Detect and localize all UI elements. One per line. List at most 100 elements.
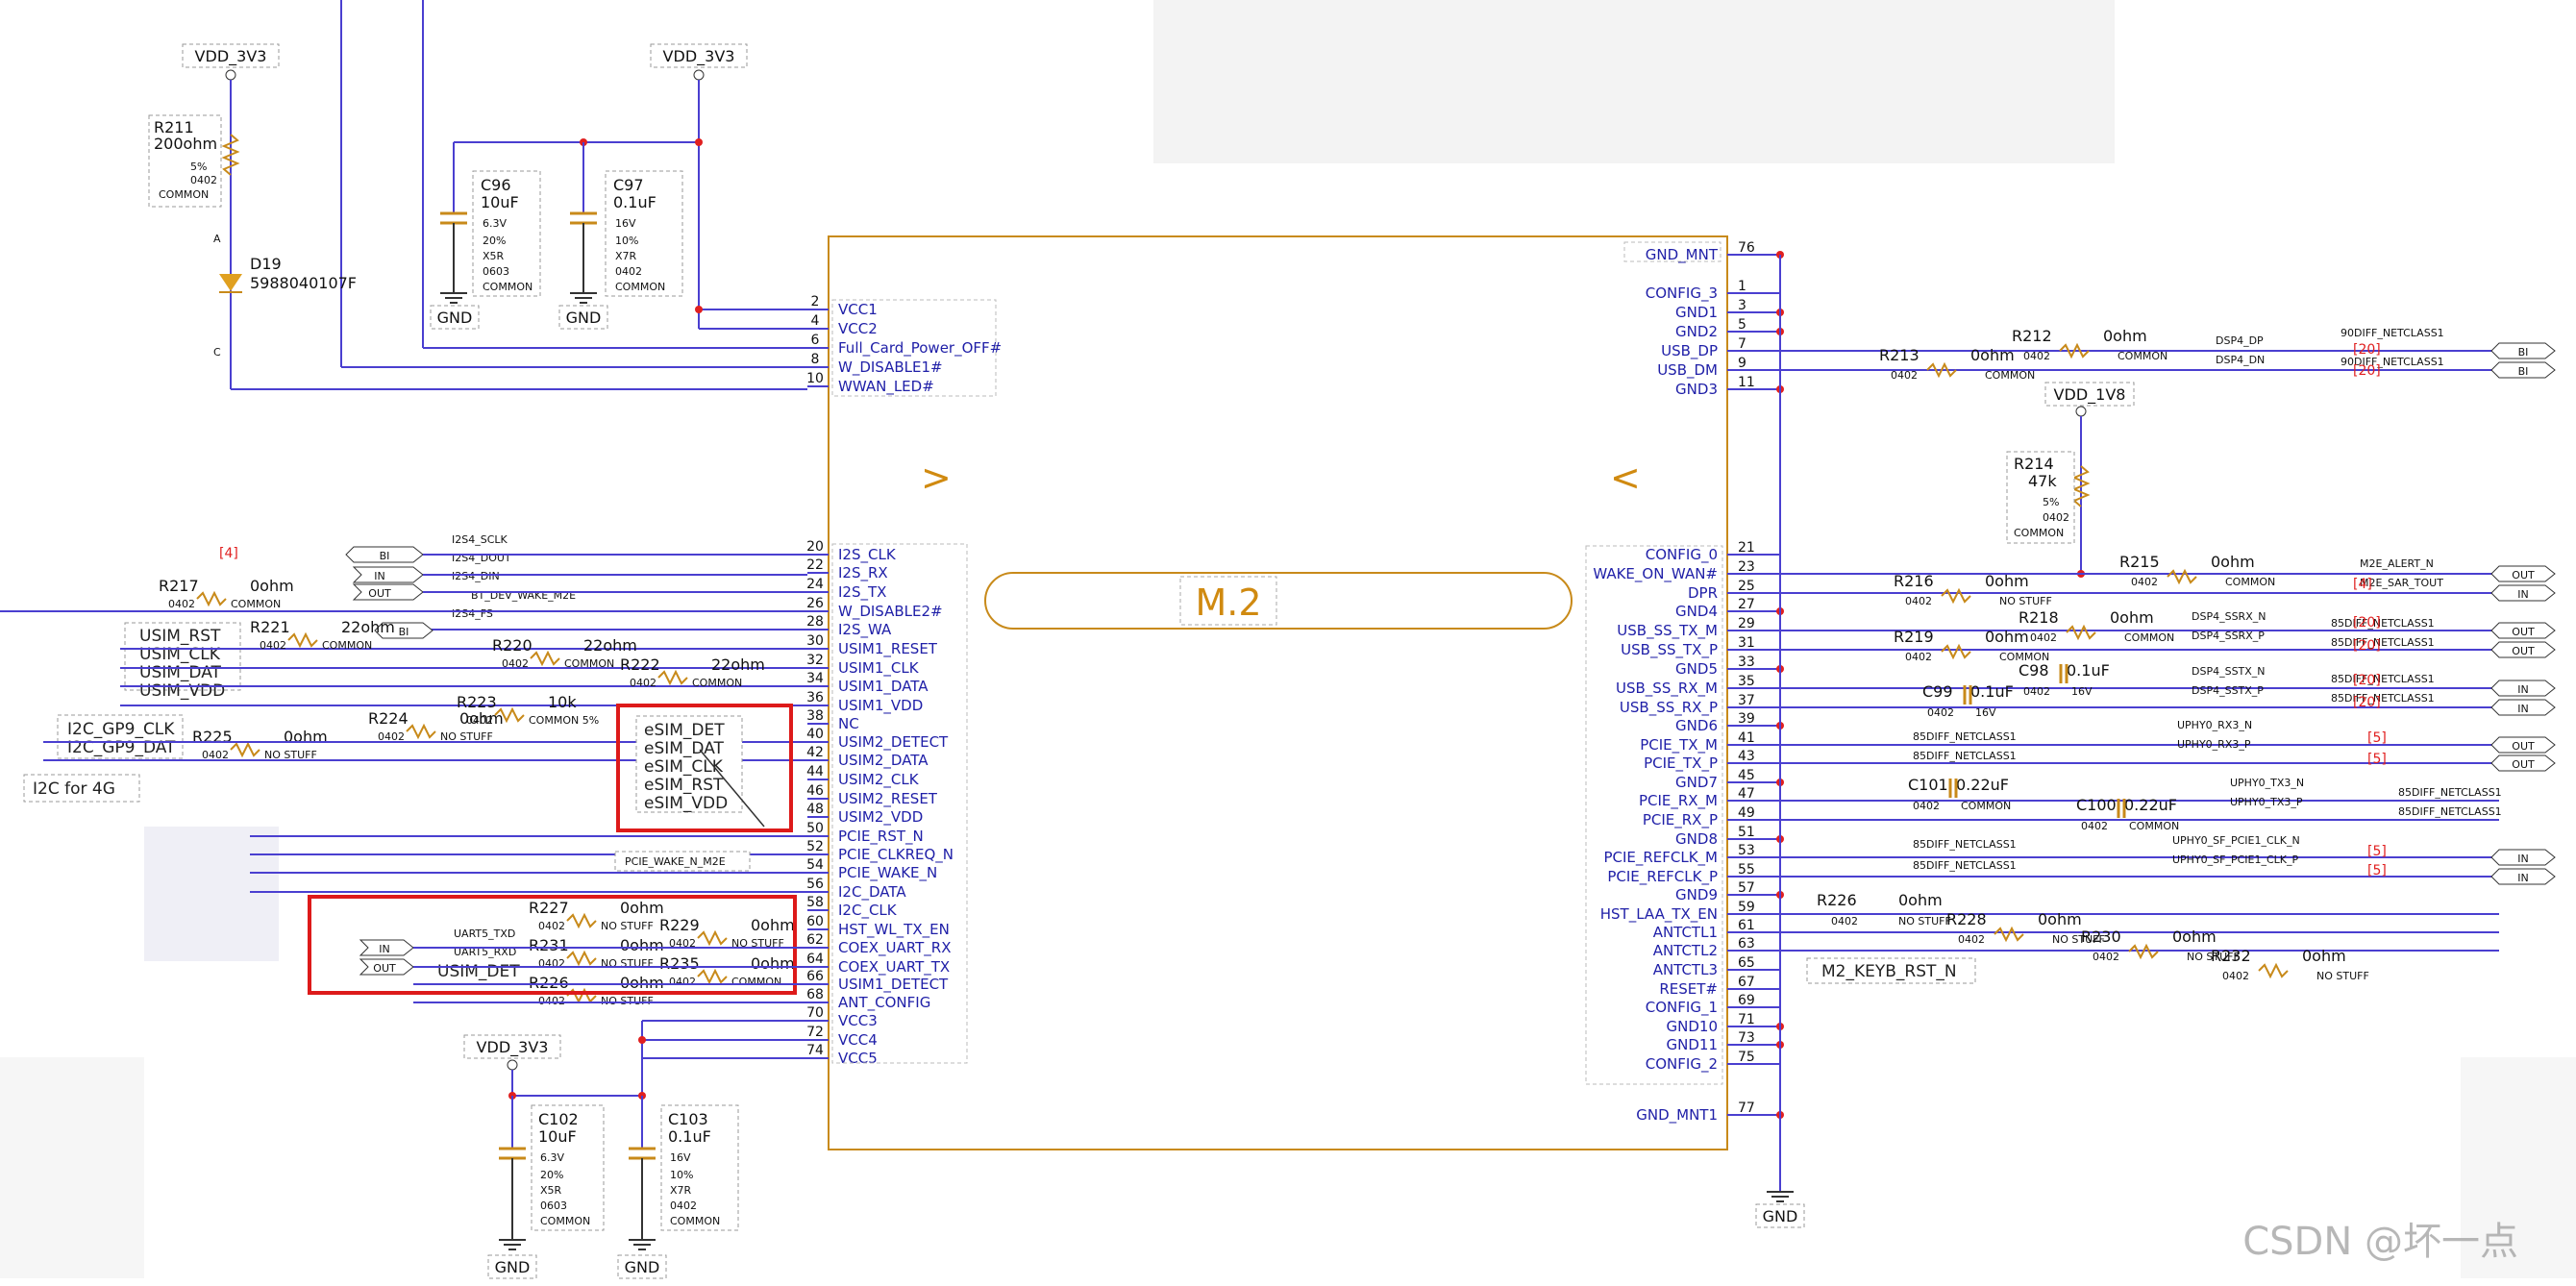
net-label: M2E_SAR_TOUT [2360, 577, 2443, 589]
pin-name: GND1 [1675, 304, 1718, 321]
pin-number: 6 [811, 333, 820, 348]
esim-label-box [635, 715, 743, 813]
pin-number: 31 [1738, 635, 1755, 651]
pin-name-box [1623, 241, 1721, 262]
port-label: IN [2517, 588, 2528, 601]
pin-number: 59 [1738, 900, 1755, 915]
resistor-symbol [2066, 624, 2096, 641]
resistor-class: COMMON 5% [529, 714, 599, 727]
pin-name: GND7 [1675, 774, 1718, 791]
pin-number: 8 [811, 352, 820, 367]
top-cap-section: VDD_3V3 C96 10uF 6.3V 20% X5R 0603 COMMO… [430, 43, 807, 330]
ref-marker: [20] [2353, 615, 2381, 631]
r214-ref: R214 [2014, 455, 2054, 473]
pin-number: 11 [1738, 375, 1755, 390]
pin-number: 10 [806, 371, 824, 386]
resistor-class: COMMON [1985, 369, 2035, 382]
pin-name: USB_DM [1657, 361, 1718, 380]
resistor-class: COMMON [231, 598, 281, 610]
pin-name: GND_MNT1 [1636, 1106, 1718, 1125]
vdd3v3-label-3: VDD_3V3 [477, 1038, 549, 1057]
resistor-value: 0ohm [1985, 572, 2029, 590]
c97-pkg: 0402 [615, 265, 642, 278]
pin-number: 60 [806, 914, 824, 929]
pin-name-box [831, 543, 968, 1064]
c96-tol: 20% [483, 235, 506, 247]
pin-number: 39 [1738, 711, 1755, 727]
pin-number: 72 [806, 1025, 824, 1040]
pin-name: USIM2_CLK [838, 771, 920, 789]
pin-name: PCIE_CLKREQ_N [838, 846, 954, 864]
pin-name: I2C_DATA [838, 883, 906, 902]
port-in-i2s: IN [352, 566, 424, 583]
gnd-label: GND [437, 309, 473, 327]
pin-number: 26 [806, 596, 824, 611]
esim-strike [699, 749, 765, 828]
pin-name: CONFIG_0 [1646, 546, 1718, 564]
resistor-package: 0402 [168, 598, 195, 610]
c97-tol: 10% [615, 235, 638, 247]
gnd-symbol-c102: GND [487, 1239, 537, 1279]
pin-name: PCIE_TX_P [1644, 754, 1718, 773]
gnd-bus-box [1755, 1203, 1805, 1228]
resistor-ref: R220 [492, 636, 533, 655]
resistor-class: NO STUFF [2052, 933, 2105, 946]
pin-name: USB_SS_TX_P [1621, 641, 1718, 659]
pin-name: USIM1_CLK [838, 659, 920, 678]
port-label: OUT [2512, 645, 2535, 657]
c96-cls: COMMON [483, 281, 533, 293]
pin-number: 23 [1738, 559, 1755, 575]
r214-tol: 5% [2043, 496, 2059, 508]
resistor-value: 0ohm [2211, 553, 2255, 571]
pin-name: GND_MNT [1646, 246, 1719, 264]
net-label: 85DIFF_NETCLASS1 [2331, 692, 2435, 705]
pin-name: CONFIG_2 [1646, 1055, 1718, 1074]
pin-name: USB_SS_TX_M [1617, 622, 1718, 640]
right-section: GND VDD_1V8 R214 47k 5% 0402 COMMON DSP4… [1755, 255, 2556, 1228]
ref-marker: [4] [219, 546, 238, 561]
pin-number: 33 [1738, 655, 1755, 670]
d19-cathode: C [213, 346, 221, 359]
i2s-dout: I2S4_DOUT [452, 552, 511, 564]
vdd3v3-label-1: VDD_3V3 [195, 47, 267, 66]
resistor-value: 0ohm [459, 709, 504, 728]
junction [638, 1036, 646, 1044]
pin-number: 51 [1738, 825, 1755, 840]
esim-highlight-box [616, 704, 793, 832]
bt-wake: BT_DEV_WAKE_M2E [471, 589, 576, 602]
c96-val: 10uF [481, 193, 519, 211]
left-signal-section: [4] BI IN OUT I2S4_SCLK I2S4_DOUT I2S4_D… [0, 533, 807, 1007]
resistor-package: 0402 [1905, 651, 1932, 663]
pin-name: HST_WL_TX_EN [838, 921, 950, 939]
net-label: DSP4_SSRX_P [2192, 630, 2265, 642]
pin-number: 32 [806, 653, 824, 668]
pin-name: GND11 [1667, 1036, 1718, 1053]
port-out: OUT [2490, 565, 2556, 582]
resistor-ref: R215 [2119, 553, 2160, 571]
net-label: 85DIFF_NETCLASS1 [1913, 838, 2017, 851]
capacitor-voltage: 16V [1975, 706, 1996, 719]
port-label: OUT [2512, 740, 2535, 753]
m2-connector-body [828, 235, 1728, 1150]
resistor-ref: R230 [2081, 927, 2121, 946]
resistor-ref: R235 [659, 954, 700, 973]
resistor-value: 0ohm [2172, 927, 2217, 946]
port-label: IN [2517, 683, 2528, 696]
port-label: IN [374, 570, 384, 582]
port-label: OUT [373, 962, 396, 975]
resistor-symbol [566, 912, 597, 929]
resistor-symbol [2059, 342, 2090, 359]
resistor-class: NO STUFF [1898, 915, 1951, 927]
resistor-value: 22ohm [341, 618, 395, 636]
port-in-uart: IN [359, 939, 414, 956]
c97-die: X7R [615, 250, 637, 262]
gnd-label: GND [625, 1258, 660, 1276]
port-label: OUT [2512, 569, 2535, 581]
pin-name: USIM2_DETECT [838, 733, 949, 752]
esim-rst: eSIM_RST [644, 776, 724, 795]
pin-name: USIM1_VDD [838, 697, 923, 715]
resistor-ref: R227 [529, 899, 569, 917]
capacitor-package: 0402 [1913, 800, 1940, 812]
resistor-symbol [566, 950, 597, 967]
